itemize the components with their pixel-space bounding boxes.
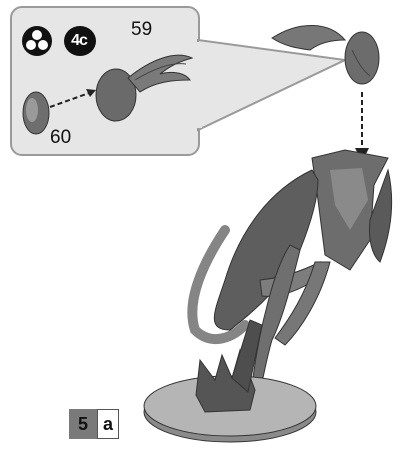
assembled-head	[271, 25, 380, 85]
paint-dots-glyph	[26, 30, 48, 50]
callout-pointer	[197, 38, 349, 132]
part-number-59: 59	[131, 19, 153, 40]
triple-dot-paint-icon	[22, 26, 52, 56]
head-part-60	[22, 91, 50, 135]
part-number-60: 60	[50, 127, 72, 148]
head-part-59	[95, 54, 194, 122]
paint-badge	[64, 26, 96, 56]
dashed-arrow-icon	[49, 89, 96, 108]
figure-body	[143, 149, 393, 443]
step-sub-label: a	[97, 409, 119, 439]
paint-badge-label: 4c	[71, 32, 88, 49]
dashed-arrow-down-icon	[355, 92, 369, 162]
step-number: 5	[69, 409, 97, 439]
